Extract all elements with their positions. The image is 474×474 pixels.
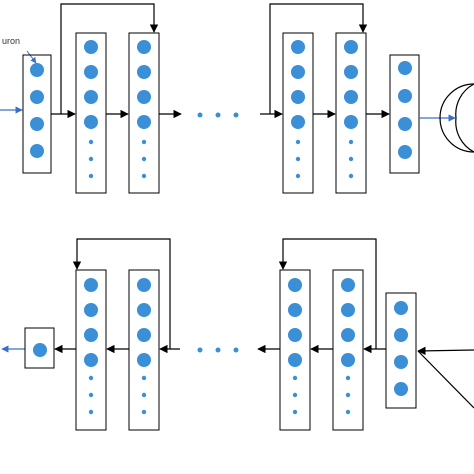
layer-box — [385, 292, 417, 409]
neuron — [394, 355, 408, 369]
skip-connection — [72, 238, 171, 349]
neuron — [30, 63, 44, 77]
neuron — [291, 90, 305, 104]
layer-box — [335, 32, 367, 194]
neuron — [394, 301, 408, 315]
neuron — [30, 90, 44, 104]
neuron-ellipsis-dot — [348, 173, 354, 179]
skip-connection — [60, 3, 159, 114]
neuron — [341, 303, 355, 317]
layer-box — [332, 269, 364, 431]
input-line — [417, 346, 474, 356]
neuron-annotation-arrow — [26, 50, 37, 64]
neuron — [344, 40, 358, 54]
layer-box — [24, 327, 55, 369]
skip-connection — [269, 3, 368, 114]
neuron — [137, 353, 151, 367]
output-circle — [439, 83, 474, 153]
neuron — [33, 343, 47, 357]
neuron — [137, 90, 151, 104]
neuron — [30, 144, 44, 158]
top-row: uron — [0, 3, 474, 194]
neuron-ellipsis-dot — [348, 139, 354, 145]
neuron — [137, 115, 151, 129]
neuron — [30, 117, 44, 131]
neuron-ellipsis-dot — [345, 409, 351, 415]
neuron-ellipsis-dot — [141, 173, 147, 179]
neuron — [84, 115, 98, 129]
neuron — [84, 40, 98, 54]
neuron-ellipsis-dot — [141, 139, 147, 145]
neuron-ellipsis-dot — [88, 375, 94, 381]
neuron-ellipsis-dot — [88, 173, 94, 179]
neuron — [341, 353, 355, 367]
neuron — [398, 89, 412, 103]
neuron — [398, 61, 412, 75]
neuron-ellipsis-dot — [345, 375, 351, 381]
neuron-label: uron — [2, 36, 20, 46]
neuron — [288, 278, 302, 292]
input-line — [417, 350, 474, 409]
neuron — [137, 40, 151, 54]
ellipsis — [197, 112, 239, 118]
neuron-ellipsis-dot — [141, 392, 147, 398]
neuron-ellipsis-dot — [88, 156, 94, 162]
neuron-ellipsis-dot — [348, 156, 354, 162]
neuron-ellipsis-dot — [88, 409, 94, 415]
neuron-ellipsis-dot — [295, 139, 301, 145]
neuron — [84, 278, 98, 292]
layer-box — [75, 269, 107, 431]
neuron — [137, 278, 151, 292]
neuron — [344, 90, 358, 104]
neuron-ellipsis-dot — [141, 156, 147, 162]
neuron-ellipsis-dot — [295, 156, 301, 162]
neuron — [398, 117, 412, 131]
neuron — [288, 328, 302, 342]
neuron-ellipsis-dot — [88, 139, 94, 145]
neuron-ellipsis-dot — [292, 409, 298, 415]
layer-box — [389, 54, 420, 174]
neuron — [344, 65, 358, 79]
neuron — [288, 353, 302, 367]
neuron — [291, 115, 305, 129]
layer-box — [128, 269, 160, 431]
layer-box — [128, 32, 160, 194]
skip-connection — [278, 238, 377, 349]
neuron — [291, 65, 305, 79]
layer-box — [75, 32, 107, 194]
neuron — [137, 65, 151, 79]
neuron — [137, 303, 151, 317]
neuron — [291, 40, 305, 54]
neuron — [84, 303, 98, 317]
neuron — [341, 278, 355, 292]
neuron-ellipsis-dot — [345, 392, 351, 398]
ellipsis — [197, 347, 239, 353]
neuron-ellipsis-dot — [292, 392, 298, 398]
bottom-row — [1, 238, 474, 431]
neuron — [84, 90, 98, 104]
neuron — [394, 328, 408, 342]
neuron — [84, 353, 98, 367]
neuron-ellipsis-dot — [88, 392, 94, 398]
neuron-ellipsis-dot — [141, 375, 147, 381]
layer-box — [279, 269, 311, 431]
neuron — [394, 382, 408, 396]
layer-box — [282, 32, 314, 194]
neuron — [137, 328, 151, 342]
neuron — [288, 303, 302, 317]
neuron-ellipsis-dot — [292, 375, 298, 381]
neuron — [84, 65, 98, 79]
neuron — [84, 328, 98, 342]
neuron — [398, 145, 412, 159]
neuron-ellipsis-dot — [295, 173, 301, 179]
neuron — [341, 328, 355, 342]
neuron — [344, 115, 358, 129]
neuron-ellipsis-dot — [141, 409, 147, 415]
